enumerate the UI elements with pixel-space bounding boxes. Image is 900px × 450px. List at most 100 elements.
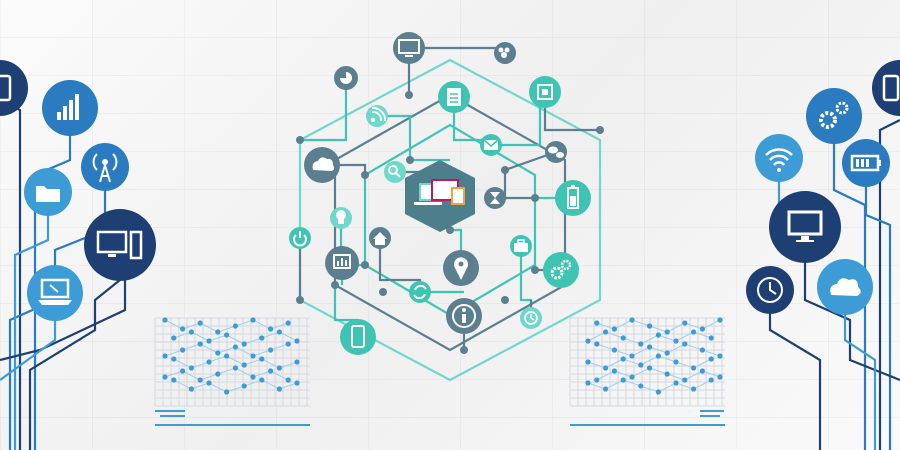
plot-point: [594, 377, 600, 383]
plot-point: [691, 386, 697, 392]
antenna-icon: [81, 143, 129, 191]
plot-point: [268, 347, 274, 353]
plot-point: [206, 380, 212, 386]
location-pin-icon: [443, 250, 479, 286]
plot-point: [241, 362, 247, 368]
briefcase-icon: [510, 235, 532, 257]
plot-point: [241, 383, 247, 389]
chip-icon: [529, 76, 561, 108]
plot-point: [285, 377, 291, 383]
plot-point: [162, 317, 168, 323]
plot-point: [717, 353, 723, 359]
plot-point: [603, 365, 609, 371]
plot-point: [664, 371, 670, 377]
hourglass-icon: [484, 187, 506, 209]
envelope-icon: [480, 134, 502, 156]
plot-point: [585, 380, 591, 386]
plot-point: [638, 341, 644, 347]
plot-point: [171, 356, 177, 362]
refresh-icon: [409, 281, 431, 303]
plot-point: [699, 368, 706, 374]
battery-icon: [842, 139, 890, 187]
lightbulb-icon: [330, 207, 352, 229]
clipboard-icon: [438, 81, 470, 113]
chat-icon: [545, 141, 567, 163]
plot-point: [629, 374, 635, 380]
plot-point: [611, 326, 618, 332]
plot-point: [197, 341, 203, 347]
plot-point: [647, 344, 653, 350]
plot-point: [171, 335, 177, 341]
plot-point: [294, 359, 300, 365]
clock-icon: [520, 307, 542, 329]
plot-point: [638, 383, 644, 389]
plot-point: [215, 371, 221, 377]
plot-point: [620, 377, 626, 383]
plot-point: [708, 377, 714, 383]
plot-point: [673, 359, 679, 365]
plot-point: [241, 341, 247, 347]
plot-point: [611, 347, 618, 353]
users-icon: [494, 42, 516, 64]
plot-point: [585, 359, 591, 365]
plot-point: [594, 341, 600, 347]
smartphone-icon: [340, 319, 376, 355]
plot-point: [285, 341, 291, 347]
plot-point: [699, 347, 706, 353]
power-icon: [289, 227, 311, 249]
plot-point: [691, 329, 697, 335]
clock-icon: [746, 266, 794, 314]
plot-point: [215, 329, 221, 335]
bar-chart-icon: [325, 246, 359, 280]
pie-chart-icon: [334, 66, 358, 90]
plot-point: [268, 368, 274, 374]
plot-point: [655, 389, 662, 395]
plot-point: [259, 356, 265, 362]
plot-point: [647, 323, 653, 329]
home-icon: [369, 227, 391, 249]
plot-point: [268, 326, 274, 332]
search-icon: [384, 161, 406, 183]
right-branch-lines: [768, 119, 900, 450]
plot-point: [664, 329, 670, 335]
plot-point: [629, 353, 635, 359]
plot-point: [276, 365, 282, 371]
plot-point: [629, 317, 635, 323]
gears-icon: [543, 252, 579, 288]
plot-point: [603, 386, 609, 392]
plot-point: [232, 323, 238, 329]
plot-point: [232, 344, 238, 350]
plot-point: [188, 386, 194, 392]
plot-point: [699, 326, 706, 332]
folder-icon: [24, 168, 72, 216]
bar-chart-icon: [42, 80, 98, 136]
plot-point: [197, 320, 203, 326]
plot-point: [585, 338, 591, 344]
plot-point: [655, 353, 662, 359]
plot-point: [717, 317, 723, 323]
plot-point: [647, 365, 653, 371]
plot-point: [206, 338, 212, 344]
plot-point: [259, 377, 265, 383]
plot-point: [682, 377, 688, 383]
plot-point: [717, 374, 723, 380]
plot-point: [708, 335, 714, 341]
plot-point: [708, 356, 714, 362]
plot-point: [180, 368, 186, 374]
battery-icon: [555, 180, 591, 216]
plot-point: [224, 332, 230, 338]
cloud-icon: [304, 147, 340, 183]
plot-point: [673, 380, 679, 386]
plot-point: [259, 335, 265, 341]
plot-point: [638, 362, 644, 368]
plot-point: [276, 329, 282, 335]
plot-point: [180, 326, 186, 332]
plot-point: [250, 374, 256, 380]
left-grid-plot: [154, 317, 310, 426]
plot-point: [294, 338, 300, 344]
plot-point: [294, 380, 300, 386]
monitor-icon: [393, 32, 425, 64]
wifi-icon: [755, 134, 803, 182]
plot-point: [250, 353, 256, 359]
plot-point: [180, 347, 186, 353]
